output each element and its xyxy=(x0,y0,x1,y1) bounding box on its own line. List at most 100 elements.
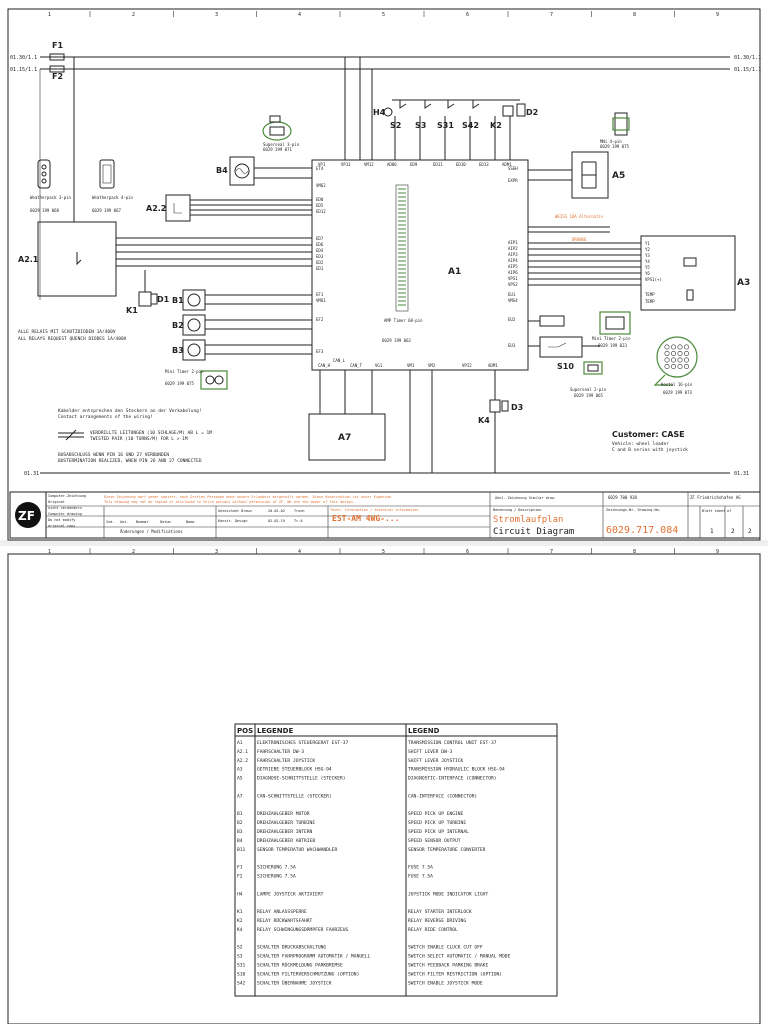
a1-top-pin: VP11 xyxy=(341,162,351,167)
title-left-line: original copy xyxy=(48,524,75,528)
connector-pn: 6029 199 065 xyxy=(574,393,603,398)
project-name: EST-AM 4WG-... xyxy=(332,514,399,523)
a1-right-pin: AIP3 xyxy=(508,252,518,257)
legend-en: SWITCH ENABLE CLUCK CUT OFF xyxy=(408,945,483,951)
legend-en: SWITCH FEEDBACK PARKING BRAKE xyxy=(408,963,488,969)
legend-de: LAMPE JOYSTICK AKTIVIERT xyxy=(257,891,324,897)
legend-de: DREHZAHLGEBER ABTRIEB xyxy=(257,838,315,844)
sheet-1-frame xyxy=(7,8,761,541)
grid-number: 1 xyxy=(48,549,51,555)
sheet-label: Blatt sheet xyxy=(702,509,725,513)
grid-number: 8 xyxy=(633,549,636,555)
legend-pos: A2.1 xyxy=(237,749,248,755)
a3-pin: Y3 xyxy=(645,253,650,258)
a1-right-pin: AIP1 xyxy=(508,240,518,245)
a22-label: A2.2 xyxy=(146,204,166,213)
a1-right-pin: VPS1 xyxy=(508,276,518,281)
legend-pos: A3 xyxy=(237,767,243,773)
connector-pn: 6029 199 075 xyxy=(165,381,194,386)
legend-pos: F1 xyxy=(237,865,243,871)
table-header-pos: POS xyxy=(237,727,253,735)
customer-label: Customer: CASE xyxy=(612,430,685,439)
wire-note: ORANGE xyxy=(572,237,587,242)
legend-de: FAHRSCHALTER JOYSTICK xyxy=(257,758,315,764)
kostal-pin xyxy=(670,357,676,363)
a1-right-pin: VPS2 xyxy=(508,282,518,287)
kostal-pin xyxy=(670,363,676,369)
kostal-pin xyxy=(677,363,683,369)
grid-number: 6 xyxy=(466,12,469,18)
title-left-line: Computer drawing xyxy=(48,512,82,516)
kostal-pin xyxy=(670,344,676,350)
connector-label: Mini Timer 2-pin xyxy=(165,369,204,374)
legend-en: RELAY STARTER INTERLOCK xyxy=(408,909,472,915)
drawn-name: Troch xyxy=(294,509,305,513)
connector-pn: 6029 199 067 xyxy=(92,208,121,213)
a1-left-pin: ED12 xyxy=(316,209,326,214)
k2-label: K2 xyxy=(490,121,502,130)
legend-de: CAN-SCHNITTSTELLE (STECKER) xyxy=(257,793,332,799)
b2-label: B2 xyxy=(172,321,184,330)
connector-pn: 6029 199 075 xyxy=(600,144,629,149)
legend-en: RELAY REVERSE DRIVING xyxy=(408,918,466,924)
sensor-b4: B4 xyxy=(216,156,312,186)
kostal-pin xyxy=(664,357,670,363)
a1-left-pin: ED3 xyxy=(316,254,324,259)
sheet-2-frame xyxy=(7,553,761,1024)
kostal-pin xyxy=(677,357,683,363)
a1-bottom-pin: CAN_T xyxy=(350,363,363,368)
a1-left-pin: ED7 xyxy=(316,236,324,241)
legend-en: SWITCH FILTER RESTRICTION (OPTION) xyxy=(408,971,502,977)
drawn-label: Gezeichnet Drawn xyxy=(218,509,252,513)
drawing-no-label: Zeichnungs-Nr. Drawing-No. xyxy=(606,508,661,512)
a21-label: A2.1 xyxy=(18,255,39,264)
copyright-de: Diese Zeichnung darf weder kopiert, noch… xyxy=(104,495,393,499)
legend-de: GETRIEBE STEUERBLOCK HSG-94 xyxy=(257,767,332,773)
revision-header: Datum xyxy=(160,520,171,524)
grid-number: 5 xyxy=(382,549,385,555)
customer-line: C and B series with joystick xyxy=(612,447,688,453)
b3-label: B3 xyxy=(172,346,184,355)
connector-label: Superseal 3-pin xyxy=(263,142,300,147)
can-interface-a7: A7 CAN_L xyxy=(308,358,433,473)
kostal-pin xyxy=(677,350,683,356)
grid-number: 5 xyxy=(382,12,385,18)
a1-left-pin: ED8 xyxy=(316,197,324,202)
fuses: F1 F2 xyxy=(39,41,75,300)
a5-label: A5 xyxy=(612,171,625,181)
legend-de: DREHZAHLGEBER INTERN xyxy=(257,829,313,835)
legend-pos: A2.2 xyxy=(237,758,248,764)
title-left-line: Computer-Zeichnung xyxy=(48,494,86,498)
legend-de: SCHALTER ÜBERNAHME JOYSTICK xyxy=(257,979,332,986)
a1-left-pin: EF1 xyxy=(316,292,324,297)
legend-en: SPEED PICK UP ENGINE xyxy=(408,811,464,817)
a1-left-pin: VM62 xyxy=(316,183,326,188)
k4-label: K4 xyxy=(478,416,490,425)
legend-de: SCHALTER RÜCKMELDUNG PARKBREMSE xyxy=(257,962,343,969)
legend-en: JOYSTICK MODE INDICATOR LIGHT xyxy=(408,891,488,897)
legend-pos: H4 xyxy=(237,891,243,897)
legend-pos: K4 xyxy=(237,927,243,933)
legend-en: SPEED PICK UP TURBINE xyxy=(408,820,466,826)
company-name: ZF Friedrichshafen AG xyxy=(690,495,741,500)
note-relays-en: ALL RELAYS REQUEST QUENCH DIODES 1A/400V xyxy=(18,336,127,342)
rail-label: 01.31 xyxy=(734,471,749,477)
note-line: Kabelder entsprechen den Steckern an der… xyxy=(58,408,202,414)
legend-en: SHIFT LEVER JOYSTICK xyxy=(408,758,464,764)
superseal-top-connector: Superseal 3-pin 6029 199 071 xyxy=(262,115,300,152)
note-line: Contact arrangements of the wiring! xyxy=(58,414,153,420)
speed-sensors: B1 B2 B3 xyxy=(172,289,312,361)
wire-note: CAN_L xyxy=(333,358,346,363)
rail-label: 01.30/1.1 xyxy=(10,55,37,61)
legend-en: SPEED PICK UP INTERNAL xyxy=(408,829,469,835)
relay-k4: D3 K4 xyxy=(478,370,523,473)
zf-logo-text: ZF xyxy=(18,509,35,523)
a1-top-pin: AD06 xyxy=(387,162,397,167)
a1-right-pin: SSEH xyxy=(508,166,518,171)
legend-en: DIAGNOSTIC-INTERFACE (CONNECTOR) xyxy=(408,776,497,782)
a3-pin: Y2 xyxy=(645,247,650,252)
